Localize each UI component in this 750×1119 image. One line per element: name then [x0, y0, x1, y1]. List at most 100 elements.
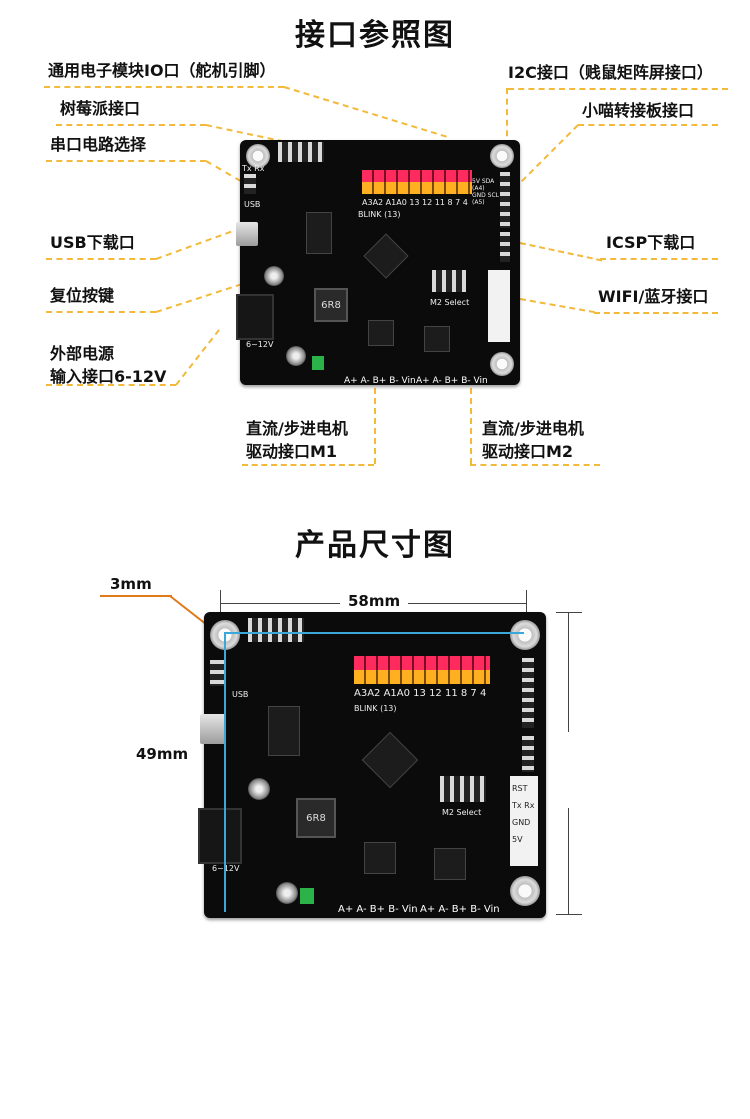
- m2-silk: A+ A- B+ B- Vin: [416, 376, 488, 386]
- dim-49mm: 49mm: [136, 745, 189, 763]
- dim-serial-jumper: [210, 660, 224, 686]
- dim-m2-select-jumper: [440, 776, 486, 802]
- dim-usb-silk: USB: [232, 690, 249, 699]
- capacitor-1: [264, 266, 284, 286]
- label-raspberry: 树莓派接口: [60, 99, 141, 118]
- dash-usb: [46, 258, 156, 260]
- mount-hole-tl: [246, 144, 270, 168]
- dim-wifi-header: [510, 776, 538, 866]
- wifi-header: [488, 270, 510, 342]
- dimension-title: 产品尺寸图: [295, 528, 455, 563]
- voltage-silk: 6~12V: [246, 340, 274, 349]
- dash-icsp: [600, 258, 718, 260]
- dim-3mm-leader: [100, 595, 172, 597]
- dim-m2-silk: A+ A- B+ B- Vin: [420, 904, 500, 915]
- icsp-header: [500, 232, 510, 262]
- dash-serial-arrow: [205, 160, 242, 182]
- power-jack: [236, 294, 274, 340]
- label-usb: USB下载口: [50, 233, 135, 252]
- dim-power-jack: [198, 808, 242, 864]
- dim-icsp-header: [522, 736, 534, 772]
- dash-m2: [470, 464, 600, 466]
- dim-green-component: [300, 888, 314, 904]
- dim-raspberry-header: [248, 618, 304, 642]
- dim-mount-hole-br: [510, 876, 540, 906]
- dash-m2-up: [470, 388, 472, 464]
- txrx-silk: Tx Rx: [242, 164, 265, 173]
- controller-board-photo: A3A2 A1A0 13 12 11 8 7 4 5V SDA (A4) GND…: [236, 140, 520, 386]
- dim-io-header-red: [354, 656, 490, 670]
- serial-jumper: [244, 174, 256, 194]
- dim-58h-line-right: [408, 603, 526, 604]
- dash-i2c-down: [506, 88, 508, 168]
- dash-serial: [46, 160, 206, 162]
- label-io: 通用电子模块IO口（舵机引脚）: [48, 61, 276, 80]
- usb-port: [236, 222, 258, 246]
- dim-58h-tick-left: [220, 590, 221, 616]
- i2c-header: [500, 172, 510, 228]
- label-power-1: 外部电源: [50, 344, 115, 363]
- dim-inductor: 6R8: [296, 798, 336, 838]
- dash-xiaomiao: [578, 124, 718, 126]
- m1-silk: A+ A- B+ B- Vin: [344, 376, 416, 386]
- dim-m1-silk: A+ A- B+ B- Vin: [338, 904, 418, 915]
- dim-58v-line-bottom: [568, 808, 569, 914]
- inductor: 6R8: [314, 288, 348, 322]
- dim-io-header-yellow: [354, 670, 490, 684]
- dim-58h-tick-right: [526, 590, 527, 616]
- dim-mount-hole-tr: [510, 620, 540, 650]
- dash-xiaomiao-arrow: [513, 124, 579, 190]
- interface-title: 接口参照图: [295, 18, 455, 53]
- dash-power: [46, 384, 176, 386]
- label-m2-1: 直流/步进电机: [482, 419, 584, 438]
- dash-io-arrow: [283, 86, 447, 138]
- dim-58mm-horizontal: 58mm: [348, 592, 401, 610]
- dim-pin-labels-silk: A3A2 A1A0 13 12 11 8 7 4: [354, 688, 487, 699]
- dim-blink-silk: BLINK (13): [354, 704, 397, 713]
- dash-i2c: [508, 88, 728, 90]
- label-reset: 复位按键: [50, 286, 115, 305]
- io-header-yellow: [362, 182, 472, 194]
- dim-motor-driver-1: [364, 842, 396, 874]
- motor-driver-1: [368, 320, 394, 346]
- dash-raspberry: [56, 124, 206, 126]
- dim-3mm: 3mm: [110, 575, 152, 593]
- dim-capacitor-2: [276, 882, 298, 904]
- dim-58v-tick-top: [556, 612, 582, 613]
- dim-blue-vertical: [224, 632, 226, 912]
- side-silk: 5V SDA (A4) GND SCL (A5): [472, 178, 500, 206]
- dim-motor-driver-2: [434, 848, 466, 880]
- dash-power-arrow: [175, 329, 220, 386]
- mount-hole-tr: [490, 144, 514, 168]
- pin-labels-silk: A3A2 A1A0 13 12 11 8 7 4: [362, 198, 468, 207]
- dash-wifi-arrow: [519, 298, 596, 314]
- dash-m1: [242, 464, 374, 466]
- dim-58v-tick-bottom: [556, 914, 582, 915]
- dim-mcu-chip: [361, 731, 419, 789]
- controller-board-dimension-photo: A3A2 A1A0 13 12 11 8 7 4 RST Tx Rx GND 5…: [198, 612, 546, 918]
- dash-io: [44, 86, 284, 88]
- label-power-2: 输入接口6-12V: [50, 367, 167, 386]
- m2select-silk: M2 Select: [430, 298, 470, 307]
- dash-icsp-arrow: [519, 242, 603, 262]
- dim-wireless-silk: RST Tx Rx GND 5V: [512, 784, 535, 844]
- dash-reset-arrow: [155, 283, 242, 313]
- label-i2c: I2C接口（贱鼠矩阵屏接口）: [508, 63, 713, 82]
- dim-i2c-header: [522, 658, 534, 728]
- usb-serial-chip: [306, 212, 332, 254]
- label-m2-2: 驱动接口M2: [482, 442, 574, 461]
- usb-silk: USB: [244, 200, 261, 209]
- dim-usb-port: [200, 714, 226, 744]
- dash-usb-arrow: [155, 230, 232, 260]
- blink-silk: BLINK (13): [358, 210, 401, 219]
- dim-m2select-silk: M2 Select: [442, 808, 482, 817]
- dim-blue-horizontal: [224, 632, 524, 634]
- dash-wifi: [594, 312, 718, 314]
- label-wifi: WIFI/蓝牙接口: [598, 287, 709, 306]
- dim-usb-serial-chip: [268, 706, 300, 756]
- label-xiaomiao: 小喵转接板接口: [582, 101, 695, 120]
- label-serial: 串口电路选择: [50, 135, 147, 154]
- label-m1-2: 驱动接口M1: [246, 442, 338, 461]
- label-m1-1: 直流/步进电机: [246, 419, 348, 438]
- green-component: [312, 356, 324, 370]
